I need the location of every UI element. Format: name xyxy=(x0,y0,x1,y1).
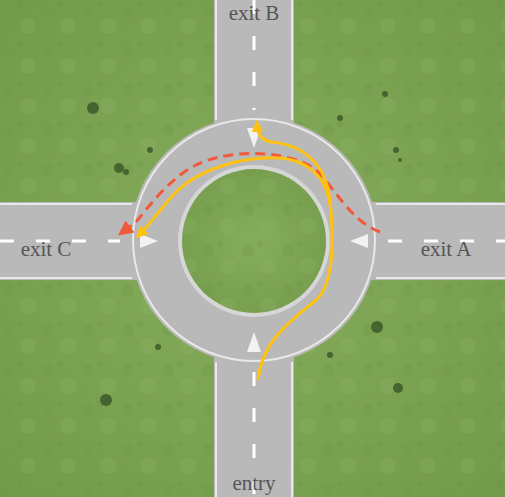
island-apron xyxy=(178,165,330,317)
entry-label: entry xyxy=(232,472,275,495)
splitter-islands xyxy=(140,128,368,352)
exit-label: exit B xyxy=(229,2,280,25)
exit-label: exit C xyxy=(21,238,72,261)
exit-label: exit A xyxy=(421,238,472,261)
route-to-exit-b xyxy=(257,126,332,380)
route-to-exit-c xyxy=(140,158,330,234)
island-texture xyxy=(182,169,326,313)
central-island xyxy=(182,169,326,313)
shrubs xyxy=(87,91,403,406)
dashed-route xyxy=(124,154,380,232)
